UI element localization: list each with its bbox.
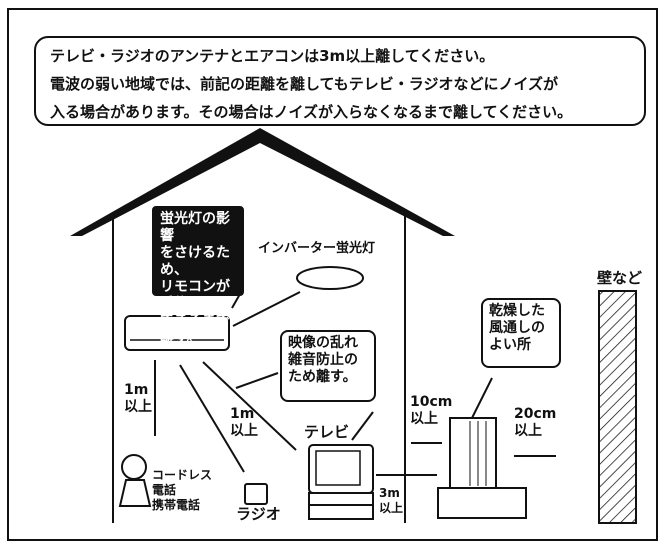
distance-3m-label: 3m 以上 [379,486,403,516]
distance-unit: 以上 [379,501,404,515]
distance-unit: 以上 [230,423,258,439]
ceiling-light-icon [296,266,364,290]
fluorescent-note-line: 蛍光灯の影響 [160,211,230,244]
dry-place-line: よい所 [489,337,531,353]
notice-line-1: テレビ・ラジオのアンテナとエアコンは3m以上離してください。 [50,47,495,65]
figure-frame [7,8,658,541]
wall-icon [598,290,637,524]
fluorescent-note-line: リモコンが受信 [160,279,230,312]
house-roof [70,128,455,236]
wall-label: 壁など [597,269,643,287]
notice-line-2: 電波の弱い地域では、前記の距離を離してもテレビ・ラジオなどにノイズが [50,75,559,93]
dry-place-line: 乾燥した [489,303,545,319]
radio-label: ラジオ [236,505,281,523]
distance-value: 1m [124,382,149,398]
distance-10cm-label: 10cm 以上 [410,394,452,428]
callout-pointers [231,293,493,441]
interference-line: 雑音防止の [288,352,358,368]
air-conditioner-icon [124,315,230,351]
distance-20cm-label: 20cm 以上 [514,406,556,440]
fluorescent-note-line: をさけるため、 [160,245,230,278]
distance-unit: 以上 [410,411,438,427]
person-phone-icon [118,454,152,507]
fluorescent-note: 蛍光灯の影響 をさけるため、 リモコンが受信 できるまで離す。 [152,206,244,346]
phone-label-line: 携帯電話 [152,498,201,512]
interference-line: ため離す。 [288,369,357,385]
phone-label: コードレス 電話 携帯電話 [152,468,212,513]
dry-place-line: 風通しの [489,320,545,336]
radio-icon [244,483,268,505]
notice-line-3: 入る場合があります。その場合はノイズが入らなくなるまで離してください。 [50,103,573,121]
notice-box: テレビ・ラジオのアンテナとエアコンは3m以上離してください。 電波の弱い地域では… [34,36,646,126]
phone-label-line: 電話 [152,483,177,497]
distance-value: 3m [379,486,400,500]
distance-1m-label-a: 1m 以上 [124,382,152,416]
distance-arrows [154,291,556,476]
distance-value: 20cm [514,406,557,422]
distance-unit: 以上 [124,399,152,415]
distance-value: 1m [230,406,255,422]
tv-label: テレビ [304,423,350,441]
phone-label-line: コードレス [152,468,213,482]
distance-unit: 以上 [514,423,542,439]
dry-place-note: 乾燥した 風通しの よい所 [481,298,561,368]
interference-note: 映像の乱れ 雑音防止の ため離す。 [280,330,376,402]
distance-1m-label-b: 1m 以上 [230,406,258,440]
distance-value: 10cm [410,394,453,410]
interference-line: 映像の乱れ [288,335,358,351]
inverter-light-label: インバーター蛍光灯 [258,241,376,256]
fluorescent-note-line: できるまで離す。 [160,313,230,346]
outdoor-television-icon [437,417,527,519]
television-icon [308,444,374,520]
